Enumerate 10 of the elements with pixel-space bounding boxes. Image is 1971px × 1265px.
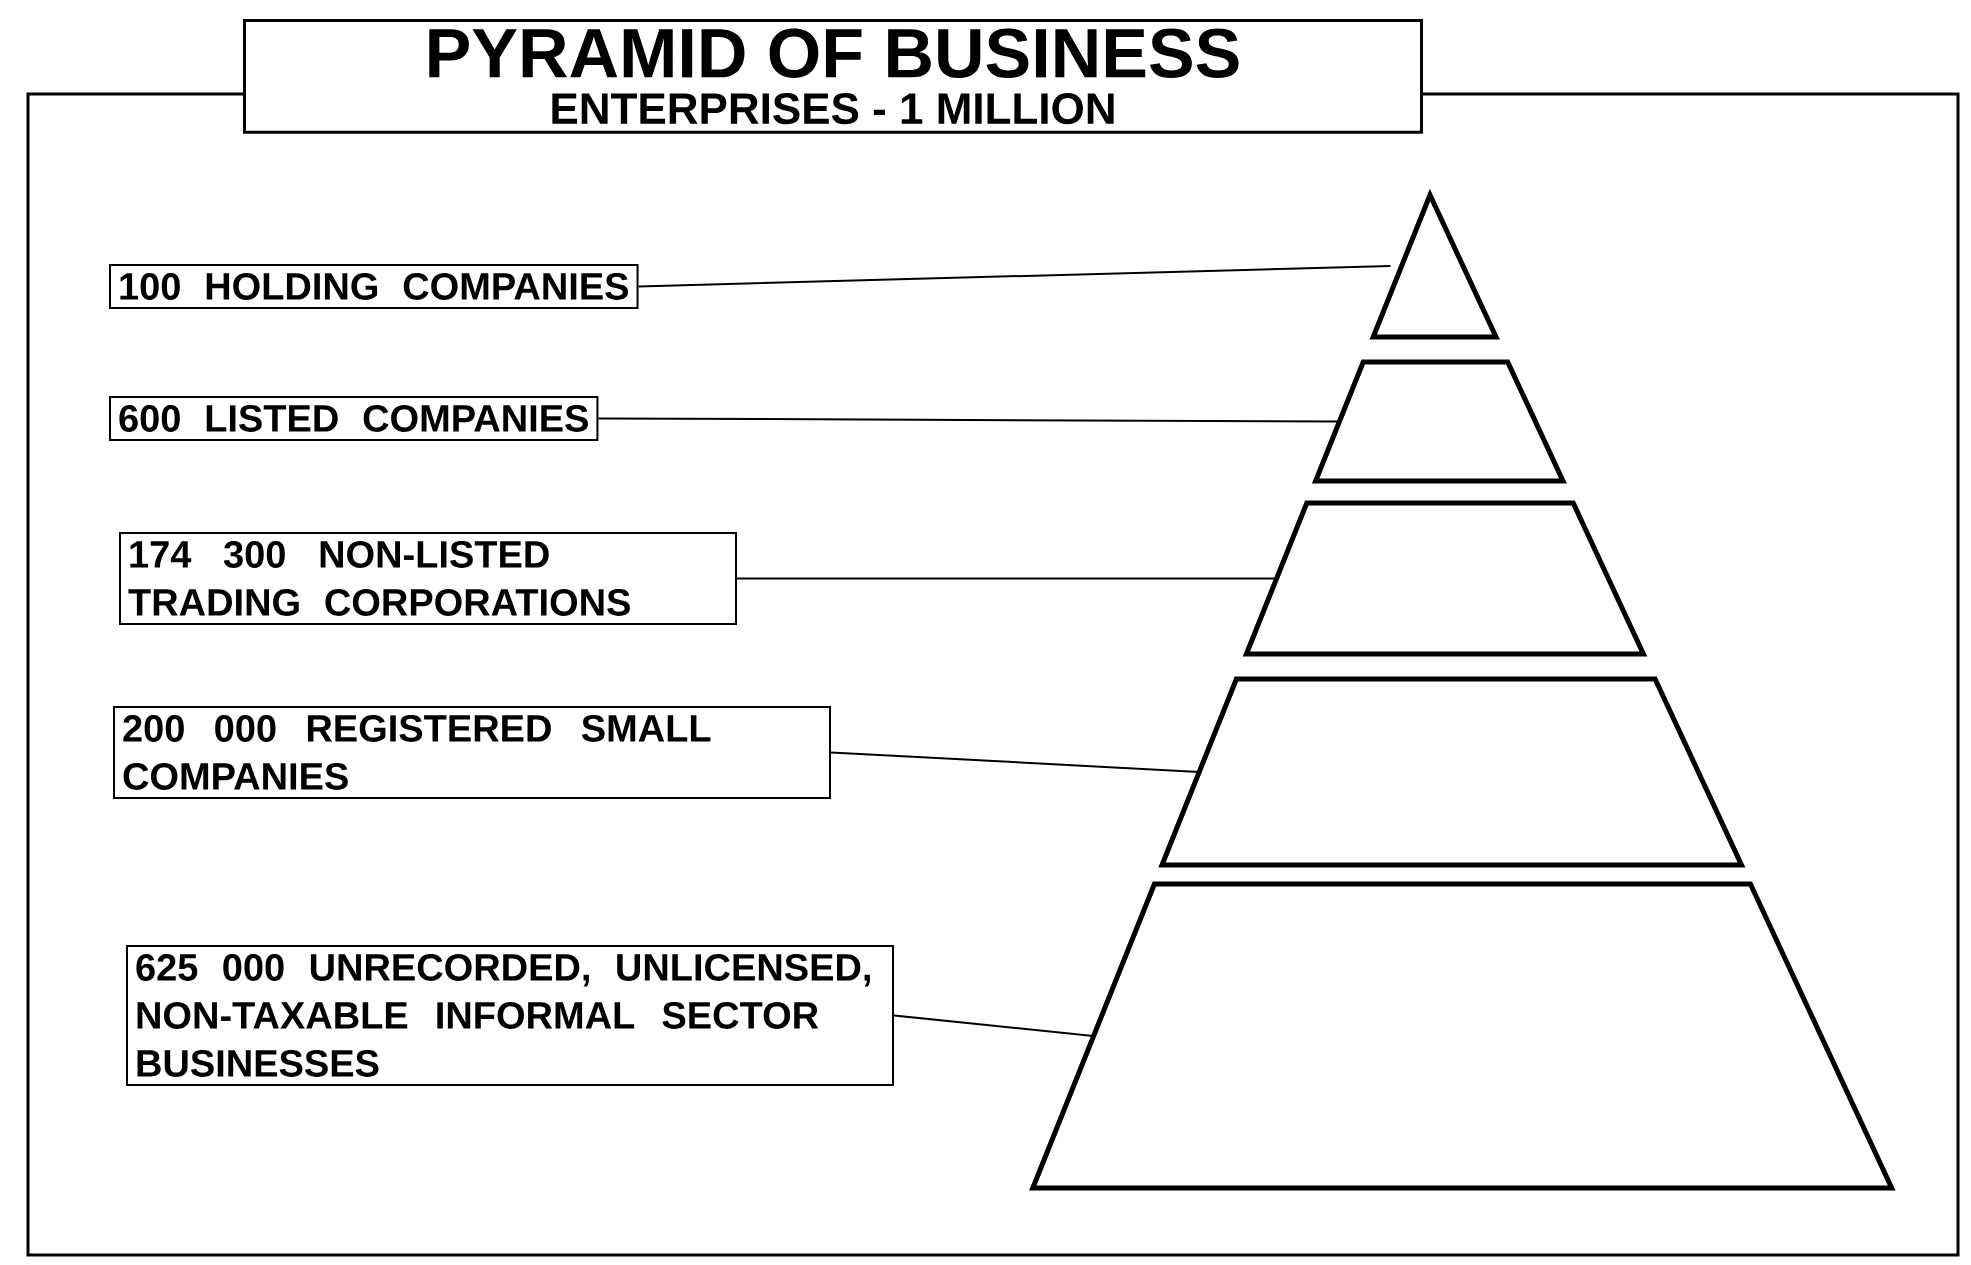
label-box: 100 HOLDING COMPANIES	[109, 264, 639, 309]
leader-line	[736, 577, 1278, 580]
leader-line	[893, 1014, 1095, 1037]
leader-line	[597, 417, 1341, 423]
label-box: 600 LISTED COMPANIES	[109, 396, 599, 441]
label-box: 625 000 UNRECORDED, UNLICENSED, NON-TAXABLE INFORMAL SECTOR BUSINESSES	[126, 945, 894, 1086]
label-box: 174 300 NON-LISTED TRADING CORPORATIONS	[119, 532, 737, 625]
title-box: PYRAMID OF BUSINESS ENTERPRISES - 1 MILLION	[243, 19, 1423, 134]
label-box: 200 000 REGISTERED SMALL COMPANIES	[113, 706, 831, 799]
leader-line	[637, 265, 1392, 288]
